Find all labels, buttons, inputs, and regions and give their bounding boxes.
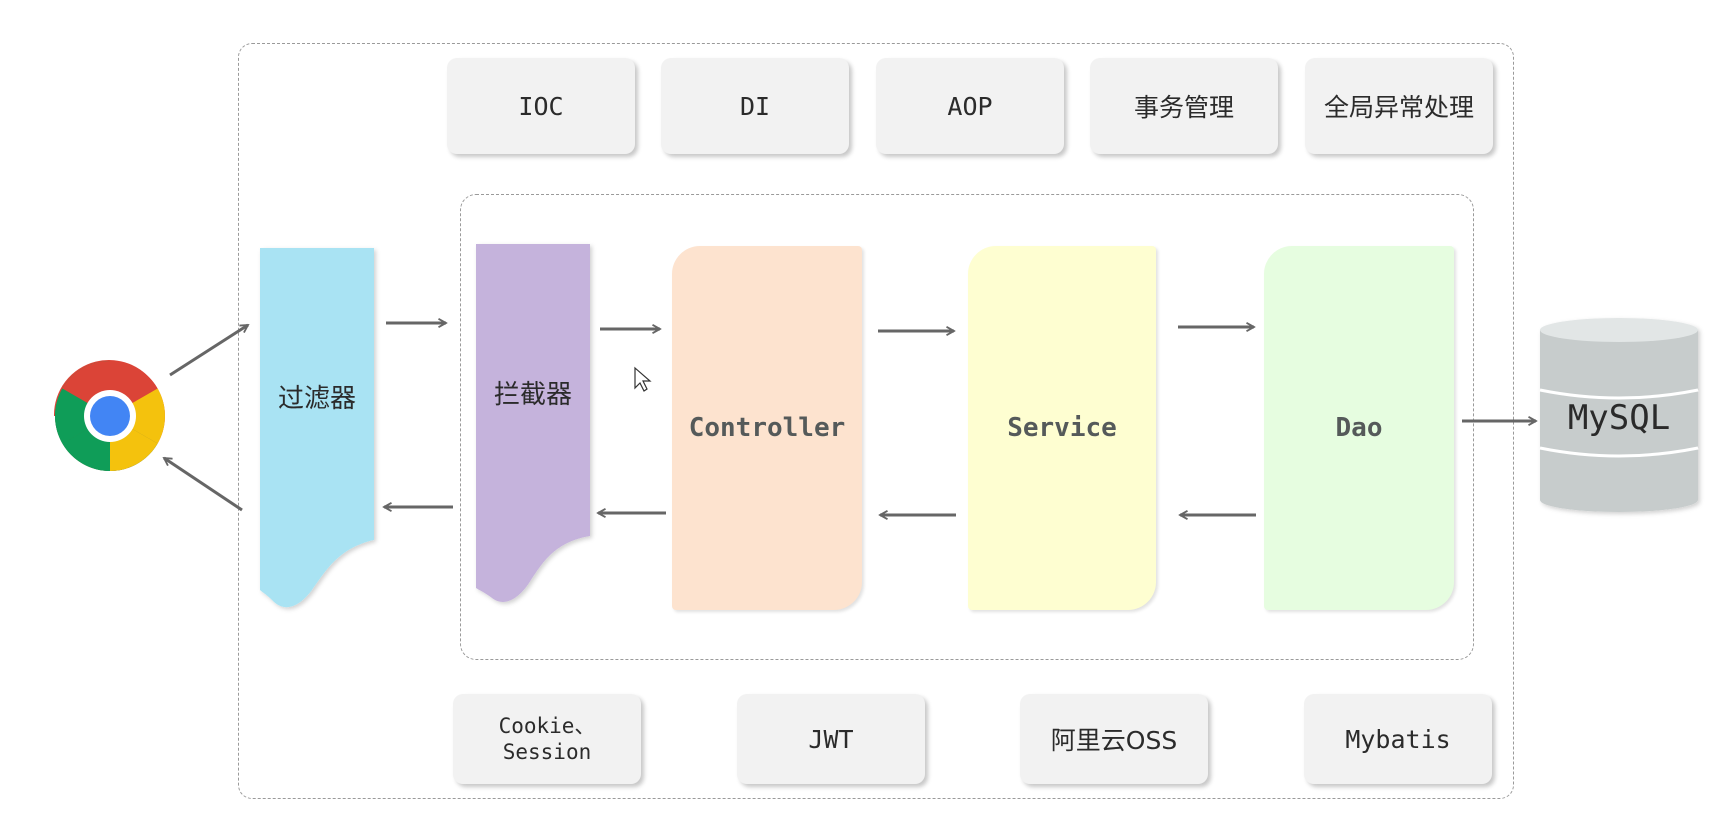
tech-mybatis: Mybatis (1304, 694, 1492, 784)
database-label: MySQL (1567, 398, 1671, 438)
interceptor-shape (476, 244, 590, 602)
tech-global-exception-handling: 全局异常处理 (1305, 58, 1493, 154)
request-arrows (169, 323, 1536, 421)
tech-transaction-management: 事务管理 (1090, 58, 1278, 154)
inner-mvc-boundary (460, 194, 1474, 660)
tech-di: DI (661, 58, 849, 154)
mouse-cursor-icon (634, 366, 652, 392)
dao-layer: Dao (1264, 246, 1454, 610)
interceptor-label: 拦截器 (493, 380, 572, 410)
tech-jwt: JWT (737, 694, 925, 784)
tech-cookie-session: Cookie、 Session (453, 694, 641, 784)
controller-layer: Controller (672, 246, 862, 610)
service-layer: Service (968, 246, 1156, 610)
tech-ioc: IOC (447, 58, 635, 154)
filter-shape (260, 248, 374, 608)
tech-aop: AOP (876, 58, 1064, 154)
chrome-browser-icon (53, 359, 165, 471)
tech-aliyun-oss: 阿里云OSS (1020, 694, 1208, 784)
controller-label: Controller (688, 413, 846, 443)
response-arrows (164, 456, 1256, 515)
dao-label: Dao (1335, 413, 1383, 443)
filter-label: 过滤器 (277, 384, 356, 414)
service-label: Service (1007, 413, 1117, 443)
database-cylinder-icon (1539, 318, 1699, 512)
